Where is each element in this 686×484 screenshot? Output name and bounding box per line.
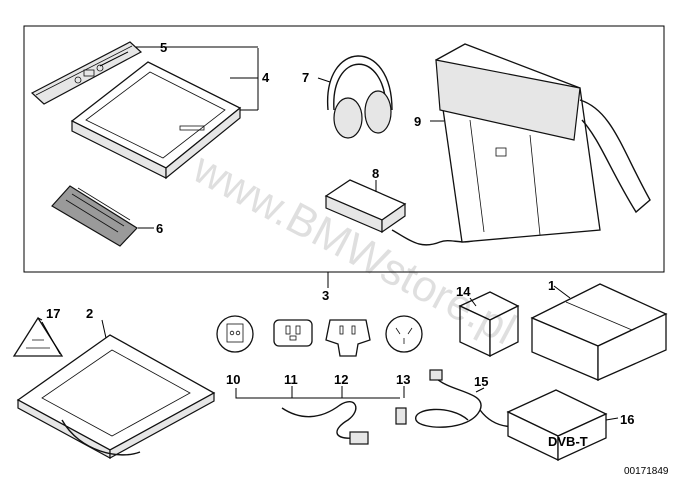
part-14-small-box[interactable] <box>458 291 520 358</box>
callout-7[interactable]: 7 <box>302 70 309 85</box>
callout-3[interactable]: 3 <box>322 288 329 303</box>
callout-17[interactable]: 17 <box>46 306 60 321</box>
part-8-power-adapter[interactable] <box>324 179 477 246</box>
callout-9[interactable]: 9 <box>414 114 421 129</box>
part-11-uk-adapter[interactable] <box>273 319 313 347</box>
box-16-label: DVB-T <box>548 434 588 449</box>
callout-4[interactable]: 4 <box>262 70 270 85</box>
callout-13[interactable]: 13 <box>396 372 410 387</box>
part-7-headphones[interactable] <box>327 55 393 139</box>
part-5-mounting-bar[interactable] <box>30 41 143 105</box>
callout-14[interactable]: 14 <box>456 284 471 299</box>
callout-15[interactable]: 15 <box>474 374 488 389</box>
part-13-au-adapter[interactable] <box>385 315 423 353</box>
callout-10[interactable]: 10 <box>226 372 240 387</box>
power-cable <box>281 401 369 445</box>
part-4-dvd-player[interactable] <box>70 61 242 180</box>
part-17-warning-label[interactable] <box>12 316 64 357</box>
part-6-remote-control[interactable] <box>51 185 138 247</box>
part-1-large-box[interactable] <box>530 283 668 381</box>
callout-6[interactable]: 6 <box>156 221 163 236</box>
leader-lines <box>37 46 619 421</box>
callout-11[interactable]: 11 <box>284 372 298 387</box>
callout-2[interactable]: 2 <box>86 306 93 321</box>
callout-8[interactable]: 8 <box>372 166 379 181</box>
diagram-id: 00171849 <box>624 466 669 477</box>
callout-5[interactable]: 5 <box>160 40 167 55</box>
part-12-us-adapter[interactable] <box>325 319 371 357</box>
part-16-dvbt-box[interactable]: DVB-T <box>506 389 608 462</box>
part-10-eu-adapter[interactable] <box>216 315 254 353</box>
part-15-jack-cable[interactable] <box>395 369 531 428</box>
group-frame <box>23 25 665 273</box>
part-9-carry-bag[interactable] <box>435 43 651 243</box>
part-2-holder[interactable] <box>16 334 216 460</box>
callout-16[interactable]: 16 <box>620 412 634 427</box>
callout-12[interactable]: 12 <box>334 372 348 387</box>
callout-1[interactable]: 1 <box>548 278 555 293</box>
